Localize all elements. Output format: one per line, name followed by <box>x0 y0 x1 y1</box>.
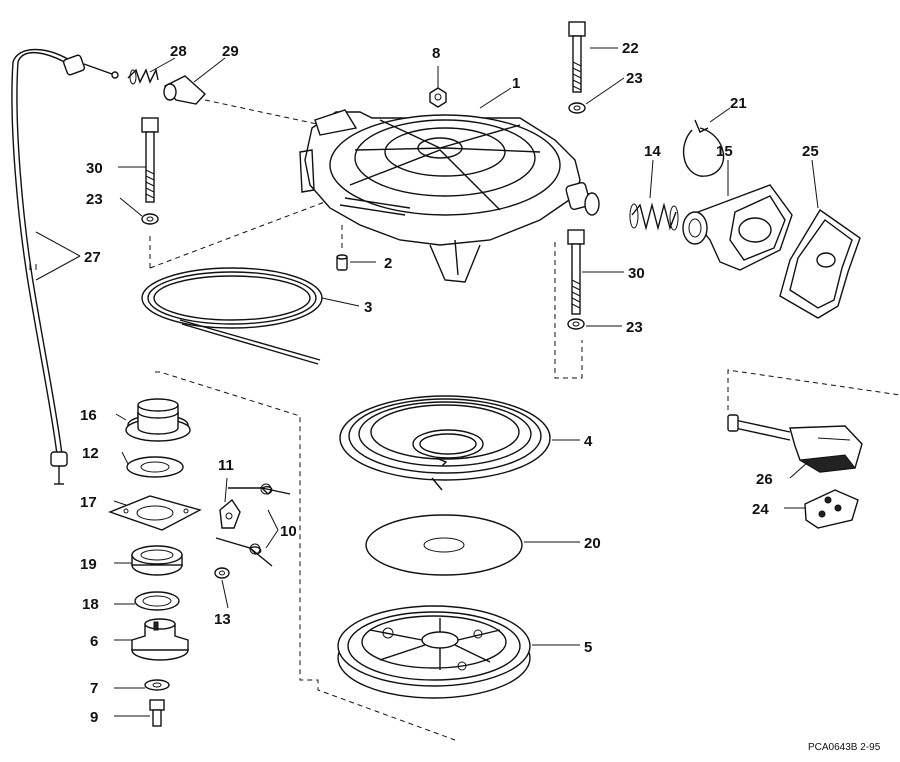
part-13-washer <box>214 567 230 579</box>
part-24-insert <box>804 489 859 529</box>
callout-25: 25 <box>802 143 819 160</box>
part-15-rope-guide <box>682 184 793 271</box>
callout-12: 12 <box>82 445 99 462</box>
callout-14: 14 <box>644 143 661 160</box>
callout-8: 8 <box>432 45 440 62</box>
callout-15: 15 <box>716 143 733 160</box>
part-2-pin <box>336 254 348 271</box>
part-27-cable <box>11 48 119 485</box>
part-22-bolt <box>568 21 586 93</box>
callout-29: 29 <box>222 43 239 60</box>
part-28-spring <box>127 67 159 85</box>
callout-4: 4 <box>584 433 593 450</box>
callout-30-right: 30 <box>628 265 645 282</box>
part-14-spring <box>629 202 679 231</box>
callout-5: 5 <box>584 639 592 656</box>
part-11-pawl <box>219 498 241 529</box>
part-4-recoil-spring <box>339 395 551 491</box>
part-23-washer-c <box>567 318 585 330</box>
part-6-hub <box>131 618 189 661</box>
callout-2: 2 <box>384 255 392 272</box>
callout-7: 7 <box>90 680 98 697</box>
part-18-ring <box>134 591 180 611</box>
part-21-clamp <box>682 119 725 177</box>
part-30-bolt-right <box>567 229 585 315</box>
callout-11: 11 <box>218 457 234 474</box>
callout-23-left: 23 <box>86 191 103 208</box>
callout-6: 6 <box>90 633 98 650</box>
part-17-plate <box>107 495 202 531</box>
part-3-rope <box>141 267 323 365</box>
callout-22: 22 <box>622 40 639 57</box>
callout-13: 13 <box>214 611 231 628</box>
part-19-seal <box>131 545 183 576</box>
callout-28: 28 <box>170 43 187 60</box>
callout-20: 20 <box>584 535 601 552</box>
part-29-pin <box>163 75 206 105</box>
part-23-washer-b <box>141 213 159 225</box>
part-9-screw <box>149 699 165 727</box>
part-25-plate <box>779 208 861 319</box>
part-5-pulley <box>337 605 531 699</box>
part-16-cup <box>125 398 191 442</box>
leader-lines <box>35 47 819 717</box>
figure-code: PCA0643B 2-95 <box>808 742 881 753</box>
callout-21: 21 <box>730 95 747 112</box>
callout-17: 17 <box>80 494 97 511</box>
callout-labels: 1 2 3 4 5 6 7 8 9 10 11 12 13 14 15 16 1… <box>80 40 819 726</box>
part-8-nut <box>429 66 447 108</box>
part-12-washer <box>126 456 184 478</box>
callout-24: 24 <box>752 501 769 518</box>
part-26-handle <box>727 414 863 473</box>
part-10-springs <box>215 483 291 567</box>
part-1-starter-housing <box>299 109 600 283</box>
callout-30-left: 30 <box>86 160 103 177</box>
callout-10: 10 <box>280 523 297 540</box>
callout-26: 26 <box>756 471 773 488</box>
part-20-disc <box>365 514 523 576</box>
callout-9: 9 <box>90 709 98 726</box>
part-30-bolt-left <box>141 117 159 203</box>
callout-18: 18 <box>82 596 99 613</box>
part-7-washer <box>144 679 170 691</box>
callout-3: 3 <box>364 299 372 316</box>
part-23-washer-a <box>568 102 586 114</box>
callout-23-top: 23 <box>626 70 643 87</box>
callout-23-right: 23 <box>626 319 643 336</box>
callout-27: 27 <box>84 249 101 266</box>
callout-19: 19 <box>80 556 97 573</box>
callout-1: 1 <box>512 75 520 92</box>
callout-16: 16 <box>80 407 97 424</box>
